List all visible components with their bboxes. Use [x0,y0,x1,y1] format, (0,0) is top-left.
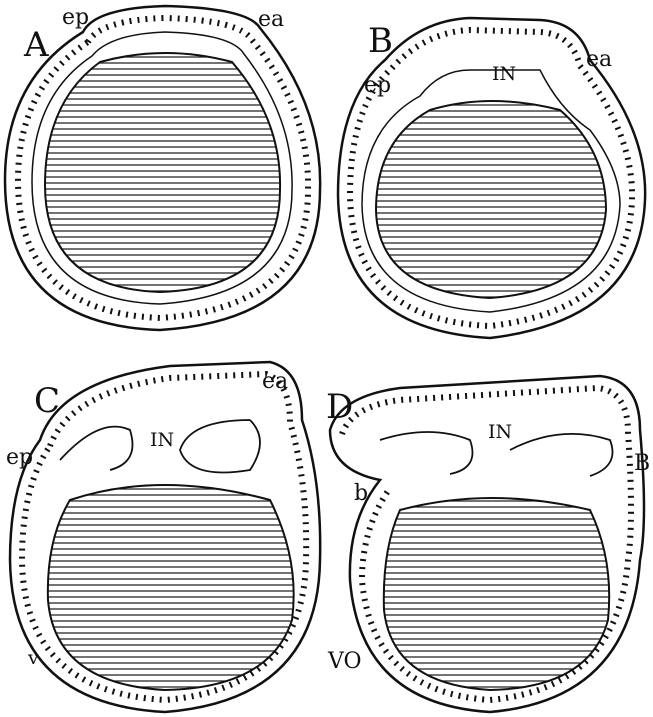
panel-b-letter: B [368,21,393,61]
panel-d-letter: D [326,387,353,427]
panel-c-label-in: IN [150,429,174,451]
panel-b-label-ep: ep [364,73,391,98]
panel-a-label-ep: ep [62,5,89,30]
panel-c-letter: C [34,381,60,421]
panel-c: C ep ea IN v [6,362,320,712]
panel-b-label-ea: ea [586,47,612,72]
panel-c-label-ea: ea [262,369,288,394]
panel-c-label-ep: ep [6,445,33,470]
panel-a-yolk [45,53,280,292]
panel-b: B ep ea IN [338,18,645,338]
panel-a-label-ea: ea [258,7,284,32]
panel-d: D IN b B VO [326,376,650,712]
panel-b-label-in: IN [492,63,516,85]
panel-c-yolk [48,485,294,690]
panel-d-yolk [384,498,609,690]
panel-a-letter: A [23,25,49,65]
panel-b-yolk [376,101,606,298]
panel-d-label-b-big: B [634,451,650,476]
panel-d-label-in: IN [488,421,512,443]
panel-a: A ep ea [5,5,320,330]
panel-c-label-v: v [27,647,39,669]
panel-d-label-vo: VO [327,649,362,674]
panel-d-label-b-small: b [354,481,368,506]
